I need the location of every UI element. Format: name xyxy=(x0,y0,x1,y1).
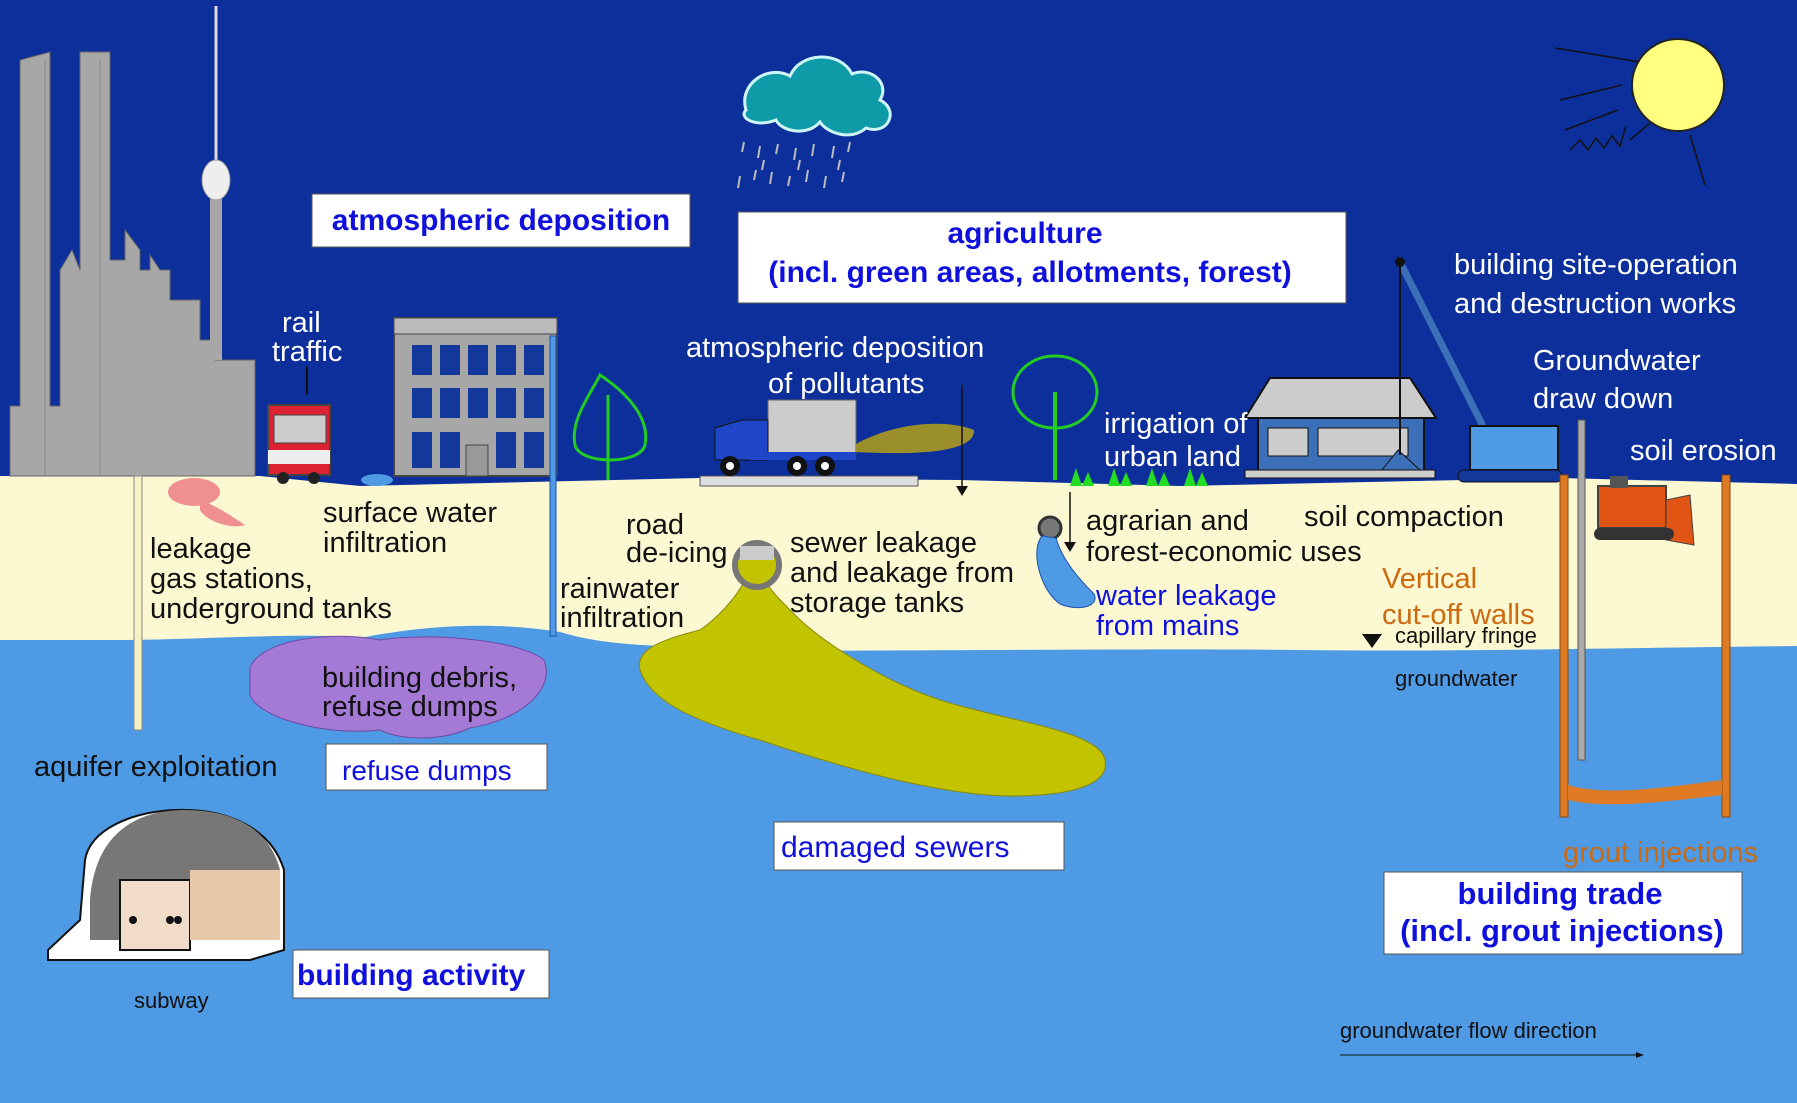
building-site-label-1: building site-operation xyxy=(1454,249,1738,281)
vertical-cutoff-label-1: Vertical xyxy=(1382,563,1477,595)
bulldozer-icon xyxy=(1594,476,1695,546)
cutoff-wall-left xyxy=(1559,474,1569,818)
building-site-label-2: and destruction works xyxy=(1454,288,1736,320)
capillary-fringe-label: capillary fringe xyxy=(1395,623,1537,648)
road-deicing-label-2: de-icing xyxy=(626,537,728,569)
tree-icon xyxy=(1011,354,1099,480)
office-building-icon xyxy=(393,317,558,477)
groundwater-pipe xyxy=(1577,419,1586,761)
agrarian-label-1: agrarian and xyxy=(1086,505,1249,537)
subway-train-icon xyxy=(47,808,285,961)
building-trade-subtitle: (incl. grout injections) xyxy=(1400,913,1724,948)
agriculture-subtitle: (incl. green areas, allotments, forest) xyxy=(768,256,1292,289)
sewer-leakage-label-1: sewer leakage xyxy=(790,527,977,559)
box-building-trade xyxy=(1383,871,1743,955)
building-debris-blob xyxy=(249,635,547,739)
agriculture-title: agriculture xyxy=(947,217,1102,250)
sewer-pipe-icon xyxy=(732,540,782,590)
rail-traffic-label-2: traffic xyxy=(272,336,342,368)
building-debris-label-1: building debris, xyxy=(322,662,517,694)
atm-pollutants-label-2: of pollutants xyxy=(768,368,924,400)
surface-water-label-2: infiltration xyxy=(323,527,447,559)
rain-pipe xyxy=(549,335,557,637)
cutoff-wall-right xyxy=(1721,474,1731,818)
building-trade-title: building trade xyxy=(1458,876,1663,911)
atm-pollutants-label-1: atmospheric deposition xyxy=(686,332,984,364)
vertical-cutoff-label-2: cut-off walls xyxy=(1382,599,1535,631)
irrigation-label-2: urban land xyxy=(1104,441,1241,473)
leakage-pink-icon xyxy=(168,478,245,527)
box-atmospheric-deposition xyxy=(311,193,691,248)
irrigation-label-1: irrigation of xyxy=(1104,408,1248,440)
box-agriculture xyxy=(737,211,1347,304)
soil-layer xyxy=(0,476,1797,660)
sewer-leakage-label-3: storage tanks xyxy=(790,587,964,619)
gw-drawdown-label-1: Groundwater xyxy=(1533,345,1701,377)
city-skyline-icon xyxy=(9,51,256,477)
farm-shed-icon xyxy=(1243,377,1438,479)
refuse-dumps-title: refuse dumps xyxy=(342,755,512,786)
gw-drawdown-label-2: draw down xyxy=(1533,383,1673,415)
crane-icon xyxy=(1395,257,1563,483)
soil-compaction-label: soil compaction xyxy=(1304,501,1504,533)
tv-tower-icon xyxy=(201,6,231,360)
sewer-plume xyxy=(638,579,1106,797)
atmospheric-deposition-title: atmospheric deposition xyxy=(332,204,670,237)
well-pipe xyxy=(133,475,143,731)
gw-flow-direction-label: groundwater flow direction xyxy=(1340,1018,1597,1043)
subway-label: subway xyxy=(134,988,209,1013)
water-table-marker-icon xyxy=(1362,634,1382,648)
rainwater-label-1: rainwater xyxy=(560,573,680,605)
grout-injections-label: grout injections xyxy=(1563,837,1758,869)
leakage-label-2: gas stations, xyxy=(150,563,313,595)
water-leakage-label-2: from mains xyxy=(1096,610,1239,642)
tram-icon xyxy=(267,366,331,484)
water-main-icon xyxy=(1036,515,1096,609)
aquifer-exploitation-label: aquifer exploitation xyxy=(34,751,277,783)
road-deicing-label-1: road xyxy=(626,509,684,541)
crops-icon xyxy=(1070,468,1208,486)
sewer-leakage-label-2: and leakage from xyxy=(790,557,1014,589)
rainwater-label-2: infiltration xyxy=(560,602,684,634)
rain-icon xyxy=(737,141,851,189)
leakage-label-3: underground tanks xyxy=(150,593,392,625)
box-building-activity xyxy=(292,949,550,999)
groundwater-label: groundwater xyxy=(1395,666,1517,691)
cloud-icon xyxy=(742,55,892,137)
leakage-label-1: leakage xyxy=(150,533,252,565)
truck-icon xyxy=(714,399,975,476)
agrarian-label-2: forest-economic uses xyxy=(1086,536,1362,568)
building-activity-title: building activity xyxy=(297,959,526,992)
surface-water-puddle xyxy=(361,474,393,486)
box-refuse-dumps xyxy=(325,743,548,791)
rail-traffic-label-1: rail xyxy=(282,307,321,339)
surface-water-label-1: surface water xyxy=(323,497,497,529)
tree-icon xyxy=(572,372,648,480)
water-leakage-label-1: water leakage xyxy=(1095,580,1277,612)
road xyxy=(699,475,919,487)
grout-injection-base xyxy=(1568,780,1722,805)
soil-erosion-label: soil erosion xyxy=(1630,435,1777,467)
box-damaged-sewers xyxy=(773,821,1065,871)
sun-icon xyxy=(1554,38,1725,186)
building-debris-label-2: refuse dumps xyxy=(322,691,498,723)
damaged-sewers-title: damaged sewers xyxy=(781,831,1009,864)
